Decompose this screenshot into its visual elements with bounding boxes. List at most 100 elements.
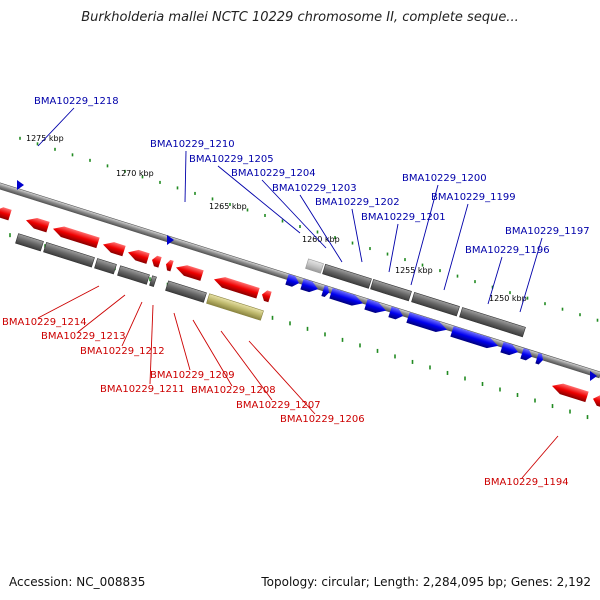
gray-feature-bar-shape <box>322 263 372 289</box>
forward-gene-arrow <box>300 278 318 293</box>
forward-gene-arrow-shape <box>450 326 498 349</box>
forward-gene-arrow-shape <box>364 299 387 314</box>
leader-line <box>192 319 233 387</box>
light-feature-bar <box>305 258 324 274</box>
gray-feature-bar-shape <box>165 280 207 303</box>
forward-gene-label[interactable]: BMA10229_1201 <box>361 212 446 223</box>
leader-line <box>443 203 469 291</box>
reverse-gene-label[interactable]: BMA10229_1209 <box>150 370 235 381</box>
forward-gene-arrow <box>535 352 544 365</box>
reverse-gene-label[interactable]: BMA10229_1207 <box>236 400 321 411</box>
forward-gene-arrow <box>321 285 330 298</box>
forward-gene-arrow <box>520 348 532 361</box>
gray-feature-bar <box>411 291 460 317</box>
reverse-gene-label[interactable]: BMA10229_1206 <box>280 414 365 425</box>
olive-feature-bar-shape <box>206 293 264 321</box>
gray-feature-bar <box>94 258 117 275</box>
gray-feature-bar <box>15 233 44 252</box>
gray-feature-bar-shape <box>459 307 526 338</box>
reverse-gene-arrow-shape <box>53 226 100 249</box>
forward-gene-label[interactable]: BMA10229_1203 <box>272 183 357 194</box>
forward-gene-arrow-shape <box>329 288 363 306</box>
reverse-gene-label[interactable]: BMA10229_1214 <box>2 317 87 328</box>
reverse-gene-arrow-shape <box>128 249 150 264</box>
scale-label: 1255 kbp <box>395 266 433 275</box>
leader-line <box>37 285 100 319</box>
leader-line <box>519 237 543 313</box>
reverse-gene-label[interactable]: BMA10229_1212 <box>80 346 165 357</box>
reverse-gene-arrow <box>26 217 50 233</box>
leader-line <box>410 184 439 286</box>
gray-feature-bar-shape <box>370 279 412 302</box>
reverse-gene-arrow-shape <box>214 277 260 299</box>
gray-feature-bar-shape <box>43 242 95 268</box>
reverse-gene-arrow <box>103 242 126 257</box>
leader-line <box>184 150 187 203</box>
reverse-gene-arrow <box>152 255 162 268</box>
gray-feature-bar <box>43 242 95 268</box>
forward-gene-arrow-shape <box>300 278 318 293</box>
gray-feature-bar-shape <box>411 291 460 317</box>
topology-text: Topology: circular; Length: 2,284,095 bp… <box>261 575 591 589</box>
reverse-gene-arrow-shape <box>261 290 272 303</box>
gray-feature-bar <box>322 263 372 289</box>
leader-line <box>149 304 154 385</box>
forward-gene-label[interactable]: BMA10229_1197 <box>505 226 590 237</box>
forward-gene-label[interactable]: BMA10229_1210 <box>150 139 235 150</box>
leader-line <box>487 256 503 305</box>
reverse-gene-arrow <box>261 290 272 303</box>
forward-gene-label[interactable]: BMA10229_1199 <box>431 192 516 203</box>
reverse-gene-arrow <box>214 277 260 299</box>
forward-gene-label[interactable]: BMA10229_1204 <box>231 168 316 179</box>
leader-line <box>261 179 327 249</box>
gray-feature-bar-shape <box>94 258 117 275</box>
forward-gene-arrow <box>285 274 299 287</box>
forward-gene-arrow-shape <box>520 348 532 361</box>
leader-line <box>77 294 126 333</box>
forward-gene-arrow <box>329 288 363 306</box>
map-title: Burkholderia mallei NCTC 10229 chromosom… <box>81 10 519 25</box>
reverse-gene-arrow <box>53 226 100 249</box>
reverse-gene-arrow <box>0 207 12 221</box>
forward-gene-arrow <box>500 341 518 356</box>
light-feature-bar-shape <box>305 258 324 274</box>
forward-gene-arrow <box>450 326 498 349</box>
forward-gene-arrow-shape <box>500 341 518 356</box>
reverse-gene-label[interactable]: BMA10229_1213 <box>41 331 126 342</box>
forward-gene-arrow-shape <box>535 352 544 365</box>
strand-triangle-marker <box>590 371 597 381</box>
forward-gene-arrow <box>364 299 387 314</box>
forward-gene-label[interactable]: BMA10229_1196 <box>465 245 550 256</box>
gray-feature-bar <box>459 307 526 338</box>
leader-line <box>37 107 75 147</box>
forward-gene-arrow-shape <box>321 285 330 298</box>
forward-gene-label[interactable]: BMA10229_1202 <box>315 197 400 208</box>
gray-feature-bar <box>165 280 207 303</box>
leader-line <box>521 435 559 479</box>
strand-triangle-marker <box>17 180 24 190</box>
reverse-gene-arrow-shape <box>166 259 174 272</box>
reverse-gene-arrow <box>128 249 150 264</box>
top-tick-row <box>19 136 599 322</box>
forward-gene-arrow-shape <box>388 306 404 320</box>
gray-feature-bar <box>149 275 157 287</box>
forward-gene-label[interactable]: BMA10229_1218 <box>34 96 119 107</box>
scale-label: 1265 kbp <box>209 202 247 211</box>
scale-label: 1260 kbp <box>302 235 340 244</box>
forward-gene-label[interactable]: BMA10229_1200 <box>402 173 487 184</box>
forward-gene-arrow <box>406 312 447 333</box>
reverse-gene-label[interactable]: BMA10229_1194 <box>484 477 569 488</box>
accession-text: Accession: NC_008835 <box>9 575 146 589</box>
leader-line <box>217 165 301 234</box>
scale-label: 1250 kbp <box>489 294 527 303</box>
reverse-gene-label[interactable]: BMA10229_1208 <box>191 385 276 396</box>
leader-line <box>351 208 363 263</box>
reverse-gene-label[interactable]: BMA10229_1211 <box>100 384 185 395</box>
scale-label: 1270 kbp <box>116 169 154 178</box>
gray-feature-bar <box>370 279 412 302</box>
forward-gene-arrow <box>388 306 404 320</box>
forward-gene-label[interactable]: BMA10229_1205 <box>189 154 274 165</box>
leader-line <box>248 340 316 415</box>
leader-line <box>388 223 399 273</box>
